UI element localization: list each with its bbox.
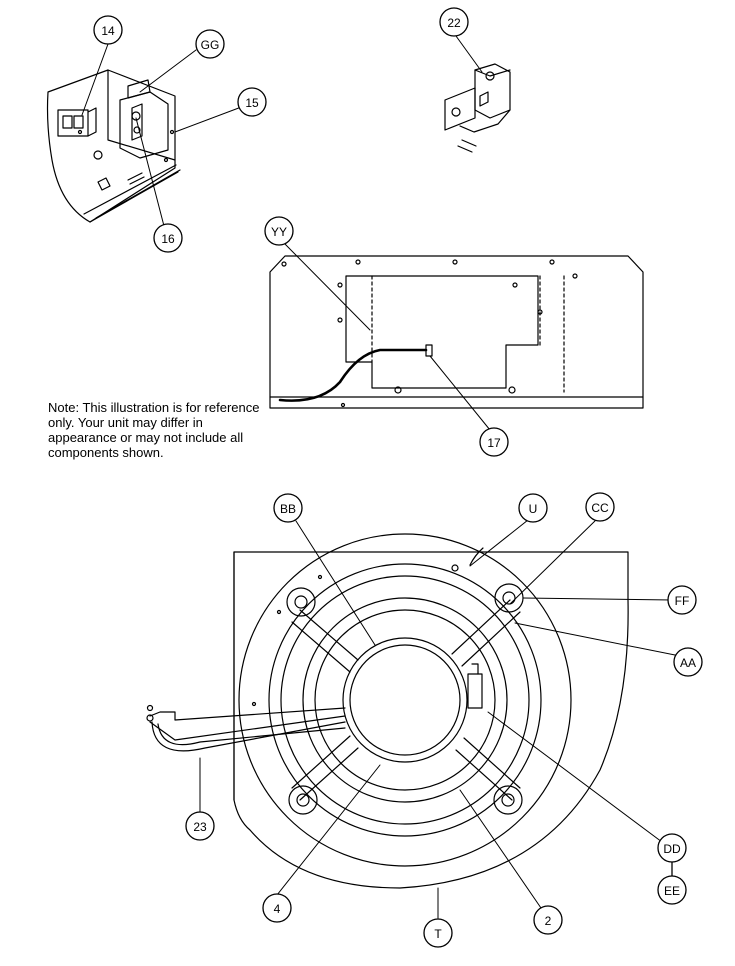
callout-14: 14 <box>93 15 123 45</box>
callout-23: 23 <box>185 811 215 841</box>
callout-YY: YY <box>264 216 294 246</box>
mounting-bracket <box>444 63 511 153</box>
svg-text:BB: BB <box>280 502 296 516</box>
svg-text:16: 16 <box>161 232 175 246</box>
blower-top-panel <box>269 255 644 409</box>
svg-text:T: T <box>434 927 442 941</box>
svg-text:2: 2 <box>545 914 552 928</box>
svg-text:15: 15 <box>245 96 259 110</box>
svg-text:23: 23 <box>193 820 207 834</box>
svg-text:AA: AA <box>680 656 696 670</box>
svg-text:DD: DD <box>663 842 681 856</box>
blower-housing <box>146 533 629 889</box>
callout-2: 2 <box>533 905 563 935</box>
callout-T: T <box>423 918 453 948</box>
control-bracket-assembly <box>46 69 181 223</box>
callout-15: 15 <box>237 87 267 117</box>
callout-16: 16 <box>153 223 183 253</box>
callouts: 14 GG 15 16 22 YY 17 BB <box>93 7 703 948</box>
svg-text:YY: YY <box>271 225 287 239</box>
svg-text:U: U <box>529 502 538 516</box>
svg-text:17: 17 <box>487 436 501 450</box>
callout-17: 17 <box>479 427 509 457</box>
callout-DD: DD <box>657 833 687 863</box>
callout-U: U <box>518 493 548 523</box>
svg-text:4: 4 <box>274 902 281 916</box>
callout-CC: CC <box>585 492 615 522</box>
svg-text:14: 14 <box>101 24 115 38</box>
svg-text:CC: CC <box>591 501 609 515</box>
leader-lines <box>81 35 681 919</box>
callout-GG: GG <box>195 29 225 59</box>
callout-FF: FF <box>667 585 697 615</box>
svg-text:GG: GG <box>201 38 220 52</box>
callout-EE: EE <box>657 875 687 905</box>
callout-AA: AA <box>673 647 703 677</box>
callout-22: 22 <box>439 7 469 37</box>
svg-text:22: 22 <box>447 16 461 30</box>
callout-4: 4 <box>262 893 292 923</box>
svg-text:FF: FF <box>675 594 690 608</box>
disclaimer-note: Note: This illustration is for reference… <box>48 400 260 460</box>
callout-BB: BB <box>273 493 303 523</box>
svg-text:EE: EE <box>664 884 680 898</box>
